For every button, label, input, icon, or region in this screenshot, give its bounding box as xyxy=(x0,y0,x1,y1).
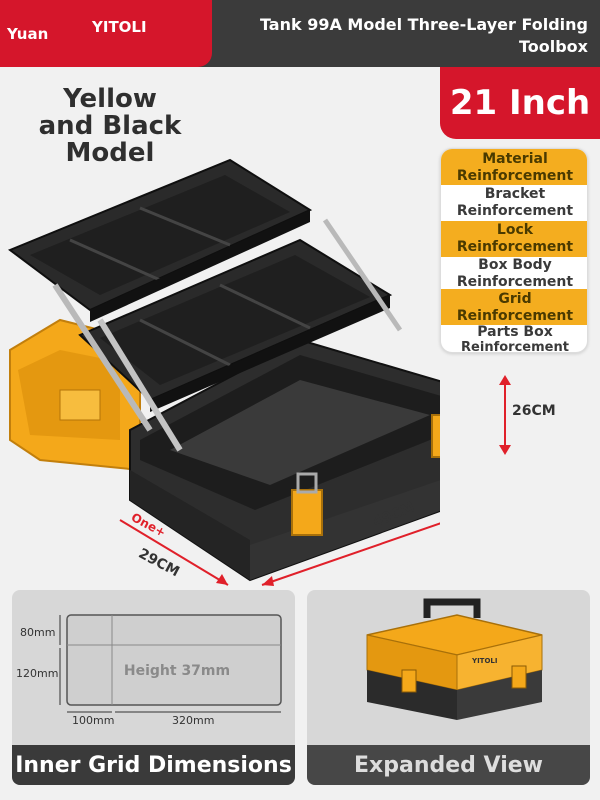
box-front-left xyxy=(130,470,250,580)
reinforcement-row: Reinforcement xyxy=(456,308,574,324)
panel-band-yellow xyxy=(441,289,587,325)
expanded-latch xyxy=(511,665,527,689)
reinforcement-panel: Material Reinforcement Bracket Reinforce… xyxy=(440,148,588,353)
height-dimension-label: 26CM xyxy=(512,403,556,419)
middle-tray-inner xyxy=(100,255,370,385)
height-label: Height 37mm xyxy=(123,663,231,679)
metal-arm xyxy=(52,283,153,432)
size-badge: 21 Inch xyxy=(440,67,600,139)
reinforcement-row: Reinforcement xyxy=(456,239,574,255)
expanded-latch xyxy=(401,669,417,693)
toolbox-illustration xyxy=(7,158,440,586)
panel-band-yellow xyxy=(441,221,587,257)
product-title-line2: Toolbox xyxy=(518,37,588,56)
side-latch xyxy=(431,414,440,458)
metal-arm xyxy=(97,318,183,452)
tray-divider xyxy=(219,283,311,330)
model-label: Yellow and Black Model xyxy=(20,86,200,167)
reinforcement-row: Box Body xyxy=(478,257,552,273)
grid-outline xyxy=(66,614,282,706)
tray-divider xyxy=(69,238,161,282)
arrowhead xyxy=(499,375,511,385)
inner-grid-diagram xyxy=(59,614,282,713)
yellow-latch xyxy=(59,389,101,421)
model-label-line1: Yellow xyxy=(63,84,157,114)
dim-side-label: 120mm xyxy=(16,667,59,680)
upper-tray-inner xyxy=(30,175,290,295)
model-label-line2: and Black xyxy=(38,111,182,141)
arrowhead xyxy=(262,576,274,586)
tray-divider xyxy=(139,206,231,247)
top-handle xyxy=(423,598,481,618)
dim-top-label: 80mm xyxy=(20,626,56,639)
length-arrow xyxy=(261,522,440,586)
base-front xyxy=(367,670,457,720)
dim-main-width-label: 320mm xyxy=(172,714,215,727)
reinforcement-row: Lock xyxy=(496,222,534,238)
inner-grid-card: 80mm 120mm 100mm 320mm Height 37mm Inner… xyxy=(12,590,295,785)
box-front-right xyxy=(250,480,440,580)
tray-divider xyxy=(139,318,231,367)
expanded-view-caption: Expanded View xyxy=(307,745,590,785)
brand-name-yitoli: YITOLI xyxy=(92,18,147,36)
middle-tray-edge xyxy=(150,295,390,412)
dim-left-width-label: 100mm xyxy=(72,714,115,727)
reinforcement-row: Reinforcement xyxy=(461,340,569,353)
reinforcement-row: Reinforcement xyxy=(456,274,574,290)
arrowhead xyxy=(499,445,511,455)
panel-band-yellow xyxy=(441,149,587,185)
expanded-toolbox-illustration xyxy=(366,598,543,720)
product-title: Tank 99A Model Three-Layer Folding Toolb… xyxy=(228,14,588,58)
metal-arm xyxy=(322,218,403,332)
reinforcement-row: Bracket xyxy=(484,186,546,202)
box-floor xyxy=(170,380,430,485)
box-brand-mark: YITOLI xyxy=(472,657,498,665)
width-arrow xyxy=(119,519,229,586)
arrowhead xyxy=(216,574,228,585)
expanded-view-card: YITOLI Expanded View xyxy=(307,590,590,785)
reinforcement-row: Grid xyxy=(498,291,532,307)
latch-loop xyxy=(296,472,318,494)
reinforcement-row: Parts Box xyxy=(477,324,553,340)
reinforcement-row: Reinforcement xyxy=(456,203,574,219)
model-label-line3: Model xyxy=(65,138,155,168)
product-title-line1: Tank 99A Model Three-Layer Folding xyxy=(259,15,588,34)
brand-name-yuan: Yuan xyxy=(7,25,49,43)
reinforcement-row: Material xyxy=(482,151,548,167)
front-latch xyxy=(291,489,323,536)
header-bar: Yuan YITOLI Tank 99A Model Three-Layer F… xyxy=(0,0,600,67)
height-dimension-arrow xyxy=(499,375,511,455)
inner-grid-caption: Inner Grid Dimensions xyxy=(12,745,295,785)
upper-tray-edge xyxy=(90,210,310,322)
reinforcement-row: Reinforcement xyxy=(456,168,574,184)
header-brand-block xyxy=(0,0,212,67)
